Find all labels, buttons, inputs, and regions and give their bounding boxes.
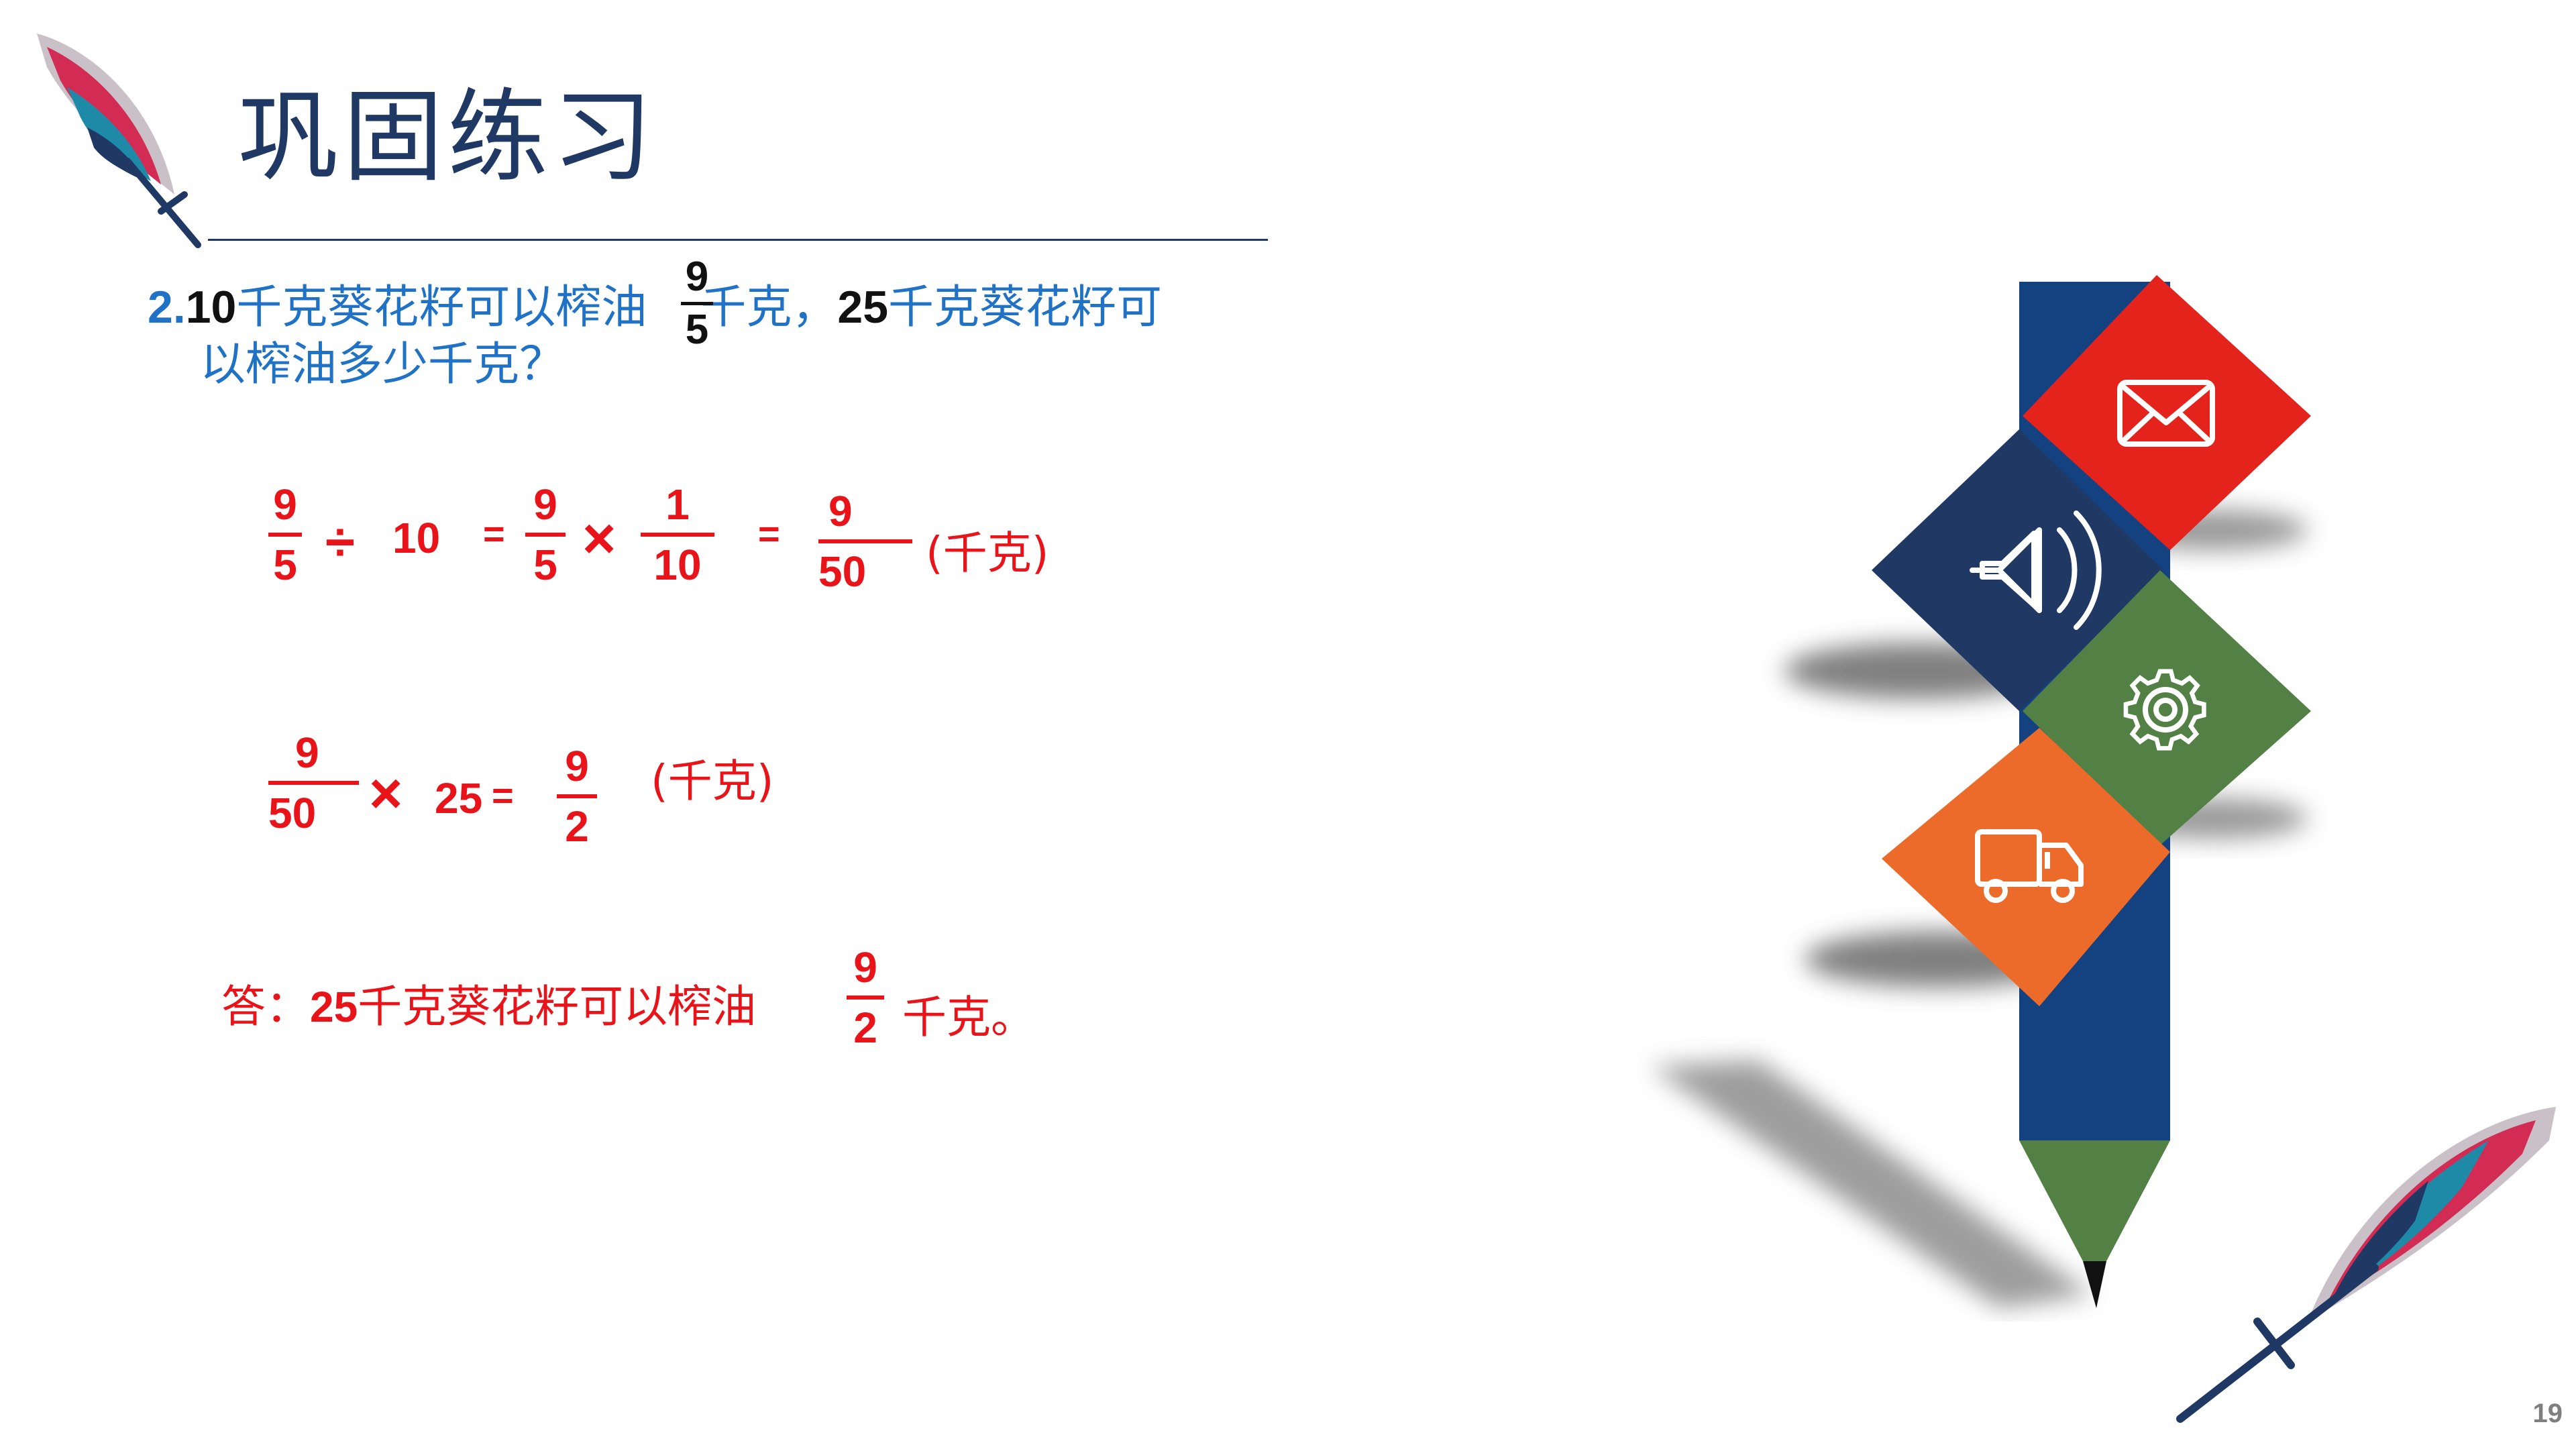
question-number: 2. — [148, 282, 186, 333]
speaker-tile — [1872, 429, 2163, 711]
question-line-2: 以榨油多少千克？ — [200, 338, 566, 391]
page-title: 巩固练习 — [238, 79, 657, 196]
question-line-1: 2.10千克葵花籽可以榨油千克，25千克葵花籽可 — [148, 281, 1163, 334]
answer-tail: 千克。 — [902, 991, 1035, 1043]
envelope-tile — [2023, 275, 2311, 550]
step1-times-sign: × — [582, 506, 616, 571]
gear-icon — [2123, 669, 2206, 751]
step2-equals: = — [492, 774, 514, 816]
step1-divide-sign: ÷ — [325, 512, 355, 572]
step2-times-sign: × — [369, 761, 403, 826]
step1-equals-2: = — [758, 513, 780, 555]
truck-tile — [1882, 728, 2170, 1006]
gear-tile — [2023, 570, 2311, 845]
title-divider — [208, 239, 1268, 241]
pencil-infographic — [1650, 275, 2311, 1308]
step1-divisor: 10 — [392, 514, 441, 562]
step1-equals-1: = — [483, 513, 505, 555]
step2-unit: (千克) — [651, 755, 774, 807]
feather-icon — [2176, 1107, 2556, 1423]
truck-icon — [1975, 829, 2084, 903]
step1-unit: (千克) — [926, 527, 1049, 579]
speaker-icon — [1970, 511, 2102, 630]
question-fraction: 9 5 — [681, 256, 713, 351]
page-number: 19 — [2532, 1399, 2563, 1428]
answer-label: 答： — [221, 981, 310, 1032]
envelope-icon — [2117, 380, 2215, 447]
answer-line: 答：25千克葵花籽可以榨油 — [221, 981, 757, 1032]
step2-multiplier: 25 — [435, 774, 483, 822]
feather-icon — [37, 34, 201, 248]
